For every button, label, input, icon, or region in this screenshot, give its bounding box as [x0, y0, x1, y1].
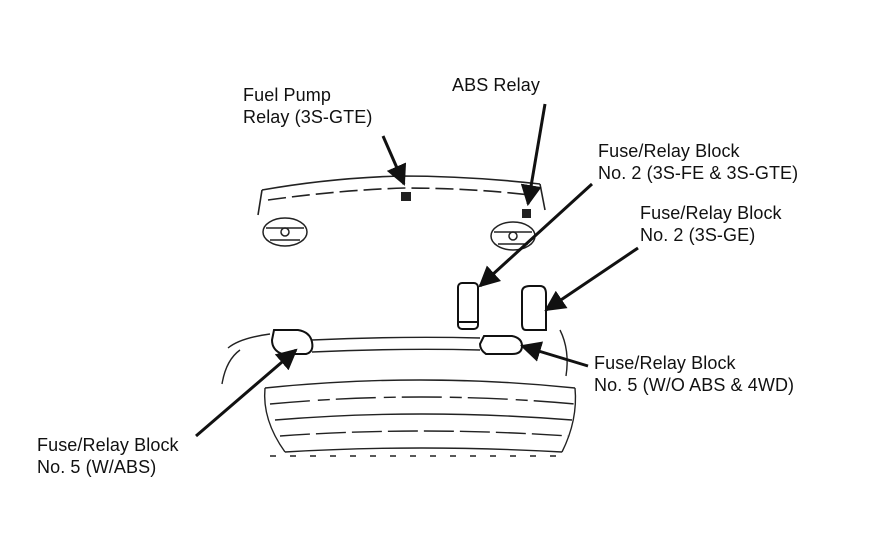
label-fuse-block-5-wo-abs-line1: Fuse/Relay Block [594, 353, 736, 373]
fuse-relay-block-5-wo-abs-box [478, 335, 524, 355]
fuse-relay-block-2-fe-gte-box [457, 282, 479, 330]
label-fuse-block-2-fe-gte-line1: Fuse/Relay Block [598, 141, 740, 161]
arrow-abs-relay [520, 103, 547, 207]
leader-arrows [195, 103, 639, 438]
arrow-fuse-block-2-ge [544, 246, 639, 312]
fuse-relay-block-5-w-abs-box [270, 329, 314, 355]
label-abs-relay-line1: ABS Relay [452, 75, 540, 95]
label-fuse-block-2-fe-gte: Fuse/Relay Block No. 2 (3S-FE & 3S-GTE) [598, 140, 798, 184]
arrow-fuse-block-2-fe-gte [478, 182, 594, 288]
abs-relay-mark [522, 209, 531, 218]
fuse-relay-block-2-ge-box [521, 285, 547, 331]
label-fuel-pump-relay-line2: Relay (3S-GTE) [243, 107, 373, 127]
label-fuse-block-5-w-abs: Fuse/Relay Block No. 5 (W/ABS) [37, 434, 179, 478]
label-fuse-block-2-ge: Fuse/Relay Block No. 2 (3S-GE) [640, 202, 782, 246]
label-fuse-block-5-wo-abs-line2: No. 5 (W/O ABS & 4WD) [594, 375, 795, 395]
fuel-pump-relay-mark [401, 192, 411, 201]
label-fuse-block-2-ge-line1: Fuse/Relay Block [640, 203, 782, 223]
arrow-fuel-pump-relay [381, 135, 407, 186]
left-strut-tower [262, 217, 308, 247]
label-abs-relay: ABS Relay [452, 74, 540, 96]
arrow-fuse-block-5-wo-abs [519, 341, 589, 368]
label-fuel-pump-relay-line1: Fuel Pump [243, 85, 331, 105]
front-bumper-outline [221, 329, 577, 457]
right-strut-tower [490, 221, 536, 251]
label-fuse-block-5-w-abs-line1: Fuse/Relay Block [37, 435, 179, 455]
label-fuse-block-5-wo-abs: Fuse/Relay Block No. 5 (W/O ABS & 4WD) [594, 352, 794, 396]
label-fuse-block-2-ge-line2: No. 2 (3S-GE) [640, 225, 756, 245]
label-fuel-pump-relay: Fuel Pump Relay (3S-GTE) [243, 84, 372, 128]
label-fuse-block-2-fe-gte-line2: No. 2 (3S-FE & 3S-GTE) [598, 163, 799, 183]
label-fuse-block-5-w-abs-line2: No. 5 (W/ABS) [37, 457, 157, 477]
arrow-fuse-block-5-w-abs [195, 348, 298, 438]
